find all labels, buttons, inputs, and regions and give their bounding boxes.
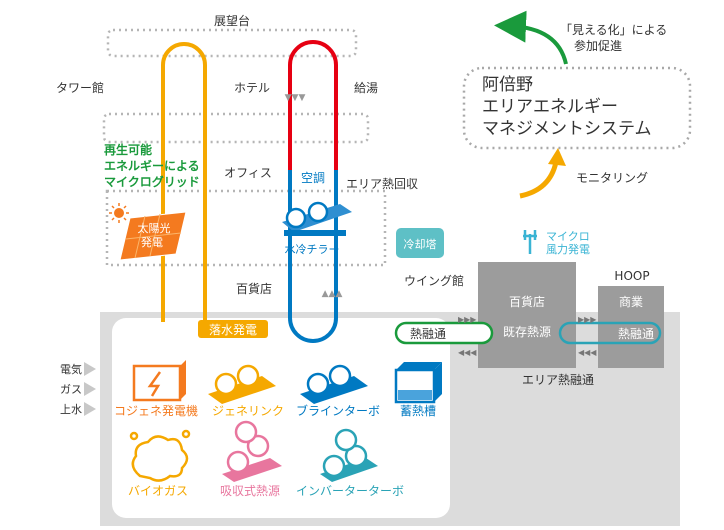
monitoring-arrow	[519, 148, 566, 199]
label-inverter-turbo: インバーターターボ	[296, 484, 404, 498]
orange-loop	[161, 42, 207, 322]
otsui-label-box	[198, 320, 268, 338]
label-input-gas: ガス	[60, 383, 82, 396]
label-heat-exchange-left: 熱融通	[410, 327, 446, 341]
flow-arrows-left-1: ◀◀◀	[458, 348, 477, 357]
label-absorption: 吸収式熱源	[220, 484, 280, 498]
label-cooling-tower: 冷却塔	[404, 238, 437, 251]
mieruka-arrow	[494, 10, 568, 65]
chiller-icon	[282, 201, 352, 236]
inverter-turbo-icon	[320, 428, 378, 482]
label-hot-water: 給湯	[354, 81, 378, 95]
label-office: オフィス	[224, 166, 272, 180]
brine-turbo-icon	[300, 364, 368, 404]
biogas-icon	[129, 429, 191, 482]
label-cogen: コジェネ発電機	[114, 403, 198, 418]
ems-line2: エリアエネルギー	[482, 97, 618, 117]
down-arrows-icon: ▼▼▼	[285, 93, 306, 103]
label-chiller: 水冷チラー	[285, 243, 340, 256]
floor-lower-frame	[105, 189, 387, 267]
ems-line3: マネジメントシステム	[482, 119, 652, 139]
solar-label-1: 太陽光	[138, 221, 171, 235]
label-wind-2: 風力発電	[546, 242, 590, 256]
red-loop	[288, 40, 338, 185]
label-tower: タワー館	[56, 80, 104, 95]
label-genelink: ジェネリンク	[212, 404, 284, 418]
label-heat-exchange-right: 熱融通	[618, 327, 654, 341]
label-area-heat-exchange: エリア熱融通	[522, 373, 594, 387]
hoop-block	[598, 286, 664, 368]
solar-label-2: 発電	[141, 235, 163, 249]
label-biogas: バイオガス	[128, 484, 188, 498]
label-observatory: 展望台	[214, 13, 250, 28]
flow-arrows-left-2: ◀◀◀	[578, 348, 597, 357]
label-area-heat-recovery: エリア熱回収	[346, 177, 418, 191]
microgrid-line2: エネルギーによる	[104, 158, 200, 173]
heat-storage-icon	[394, 362, 442, 404]
label-hotel: ホテル	[234, 81, 270, 95]
genelink-icon	[208, 364, 276, 404]
existing-dept-block	[478, 262, 576, 368]
heat-exchange-left-pill	[394, 321, 494, 345]
floor-middle-frame	[102, 112, 370, 144]
label-input-electricity: 電気	[60, 362, 82, 376]
heat-exchange-right-pill	[558, 321, 662, 345]
flow-arrows-right-2: ▶▶▶	[578, 315, 597, 324]
label-heat-storage: 蓄熱槽	[400, 404, 436, 418]
label-wing: ウイング館	[404, 273, 464, 288]
ems-box	[462, 66, 692, 150]
cooling-tower-box	[396, 228, 444, 258]
label-brine-turbo: ブラインターボ	[296, 403, 380, 418]
label-input-water: 上水	[60, 403, 82, 416]
absorption-icon	[222, 420, 282, 482]
sun-icon	[109, 203, 129, 223]
label-hoop-block: 商業	[619, 294, 643, 309]
input-arrows	[84, 362, 96, 416]
wind-turbine-icon	[523, 230, 537, 254]
label-dept-store: 百貨店	[236, 281, 272, 296]
label-monitoring: モニタリング	[576, 171, 648, 185]
label-wind-1: マイクロ	[546, 230, 590, 243]
up-arrows-icon: ▲▲▲	[322, 289, 343, 299]
mieruka-line1: 「見える化」による	[560, 23, 667, 37]
mieruka-line2: 参加促進	[574, 38, 622, 53]
flow-arrows-right-1: ▶▶▶	[458, 315, 477, 324]
label-otsui: 落水発電	[209, 323, 257, 337]
solar-panel	[119, 211, 187, 261]
label-hoop: HOOP	[614, 269, 649, 283]
ems-line1: 阿倍野	[482, 75, 533, 95]
label-existing-heat: 既存熱源	[503, 325, 551, 339]
microgrid-line1: 再生可能	[104, 142, 152, 157]
label-aircon: 空調	[301, 171, 325, 185]
cogen-icon	[132, 360, 186, 402]
blue-loop	[288, 170, 338, 343]
floor-observatory-frame	[106, 28, 358, 58]
microgrid-line3: マイクログリッド	[104, 174, 200, 189]
label-existing-dept: 百貨店	[509, 294, 545, 309]
